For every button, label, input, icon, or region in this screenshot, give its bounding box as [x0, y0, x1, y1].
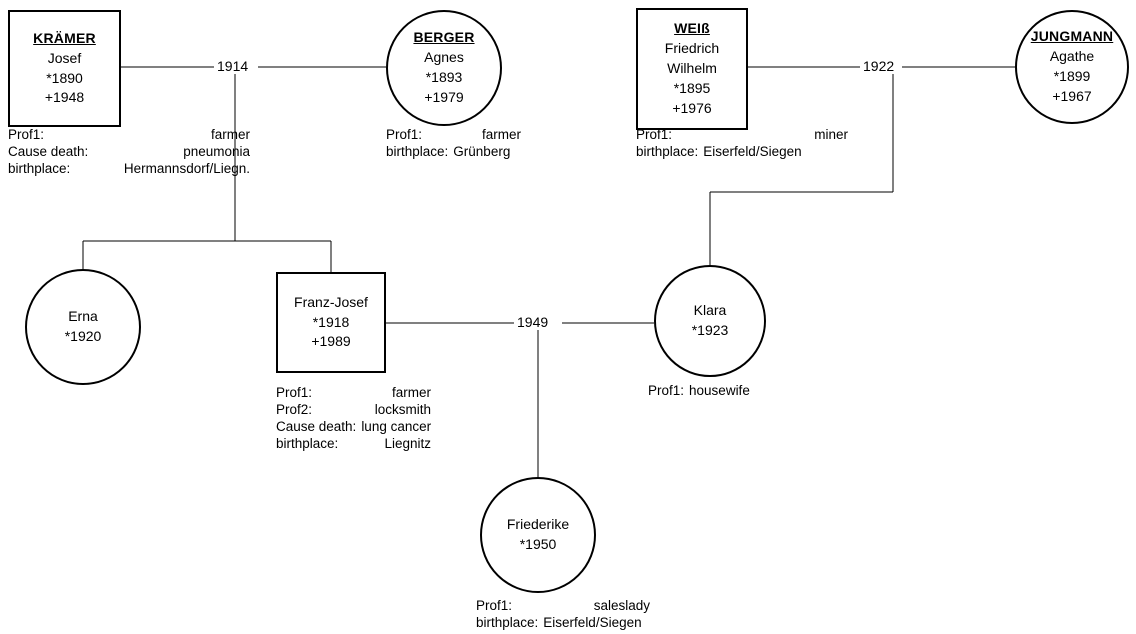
annotation-key: Cause death:: [8, 144, 89, 159]
person-annotations-friedrich: Prof1: miner birthplace: Eiserfeld/Siegen: [636, 126, 936, 160]
person-death-year: +1989: [311, 333, 351, 350]
person-birth-year: *1918: [312, 313, 350, 330]
person-death-year: +1967: [1052, 87, 1092, 104]
person-birth-year: *1895: [673, 79, 711, 96]
annotation-value: Grünberg: [453, 144, 511, 159]
person-surname: KRÄMER: [33, 29, 96, 46]
person-node-klara[interactable]: Klara *1923: [654, 265, 766, 377]
person-surname: WEIß: [674, 20, 710, 37]
marriage-year-1914: 1914: [214, 58, 252, 74]
person-annotations-franz-josef: Prof1: farmer Prof2: locksmith Cause death…: [276, 384, 576, 452]
annotation-value: Eiserfeld/Siegen: [543, 615, 642, 630]
person-birth-year: *1893: [425, 69, 463, 85]
person-surname: JUNGMANN: [1030, 28, 1114, 45]
person-death-year: +1979: [424, 88, 464, 105]
person-death-year: +1976: [672, 99, 712, 116]
person-given-name: Friederike: [506, 516, 570, 533]
annotation-key: birthplace:: [276, 436, 339, 451]
annotation-key: birthplace:: [636, 144, 699, 159]
person-given-name: Friedrich: [664, 40, 720, 57]
annotation-value: Liegnitz: [384, 436, 431, 451]
annotation-value: farmer: [210, 127, 250, 142]
person-node-josef[interactable]: KRÄMER Josef *1890 +1948: [8, 10, 121, 127]
annotation-key: Prof1:: [636, 127, 673, 142]
person-node-friedrich[interactable]: WEIß Friedrich Wilhelm *1895 +1976: [636, 8, 748, 130]
person-given-name: Agnes: [424, 49, 464, 66]
person-birth-year: *1923: [691, 322, 729, 338]
annotation-key: Prof1:: [386, 127, 423, 142]
person-birth-year: *1890: [46, 69, 83, 86]
annotation-key: Prof1:: [648, 383, 685, 398]
annotation-value: pneumonia: [183, 144, 250, 159]
person-annotations-josef: Prof1: farmer Cause death: pneumonia birth…: [8, 126, 308, 177]
annotation-key: birthplace:: [8, 161, 71, 176]
person-annotations-friederike: Prof1: saleslady birthplace: Eiserfeld/Sie…: [476, 597, 736, 631]
person-death-year: +1948: [44, 89, 85, 106]
annotation-value: farmer: [391, 385, 431, 400]
person-given-name: Erna: [68, 308, 98, 325]
person-given-name: Franz-Josef: [294, 293, 368, 310]
person-given-name-second: Wilhelm: [667, 60, 717, 77]
person-given-name: Agathe: [1049, 48, 1095, 65]
annotation-value: Hermannsdorf/Liegn.: [123, 161, 250, 176]
annotation-value: saleslady: [593, 598, 650, 613]
person-node-agnes[interactable]: BERGER Agnes *1893 +1979: [386, 10, 502, 126]
person-given-name: Josef: [47, 49, 82, 66]
person-given-name: Klara: [693, 302, 727, 319]
person-birth-year: *1950: [519, 536, 557, 552]
annotation-key: Prof2:: [276, 402, 313, 417]
person-node-franz-josef[interactable]: Franz-Josef *1918 +1989: [276, 272, 386, 373]
annotation-key: Prof1:: [8, 127, 45, 142]
marriage-year-1949: 1949: [514, 314, 552, 330]
person-birth-year: *1920: [64, 328, 102, 344]
annotation-value: housewife: [689, 383, 750, 398]
annotation-key: Cause death:: [276, 419, 357, 434]
annotation-key: Prof1:: [276, 385, 313, 400]
annotation-key: Prof1:: [476, 598, 513, 613]
person-node-agathe[interactable]: JUNGMANN Agathe *1899 +1967: [1015, 10, 1129, 124]
person-node-friederike[interactable]: Friederike *1950: [480, 477, 596, 593]
annotation-value: lung cancer: [361, 419, 432, 434]
annotation-key: birthplace:: [476, 615, 539, 630]
annotation-value: miner: [814, 127, 848, 142]
person-birth-year: *1899: [1053, 68, 1091, 84]
person-annotations-agnes: Prof1: farmer birthplace: Grünberg: [386, 126, 626, 160]
annotation-value: farmer: [481, 127, 521, 142]
annotation-value: locksmith: [374, 402, 431, 417]
person-annotations-klara: Prof1: housewife: [648, 382, 848, 399]
annotation-value: Eiserfeld/Siegen: [703, 144, 802, 159]
annotation-key: birthplace:: [386, 144, 449, 159]
marriage-year-1922: 1922: [860, 58, 898, 74]
person-node-erna[interactable]: Erna *1920: [25, 269, 141, 385]
person-surname: BERGER: [413, 29, 475, 46]
